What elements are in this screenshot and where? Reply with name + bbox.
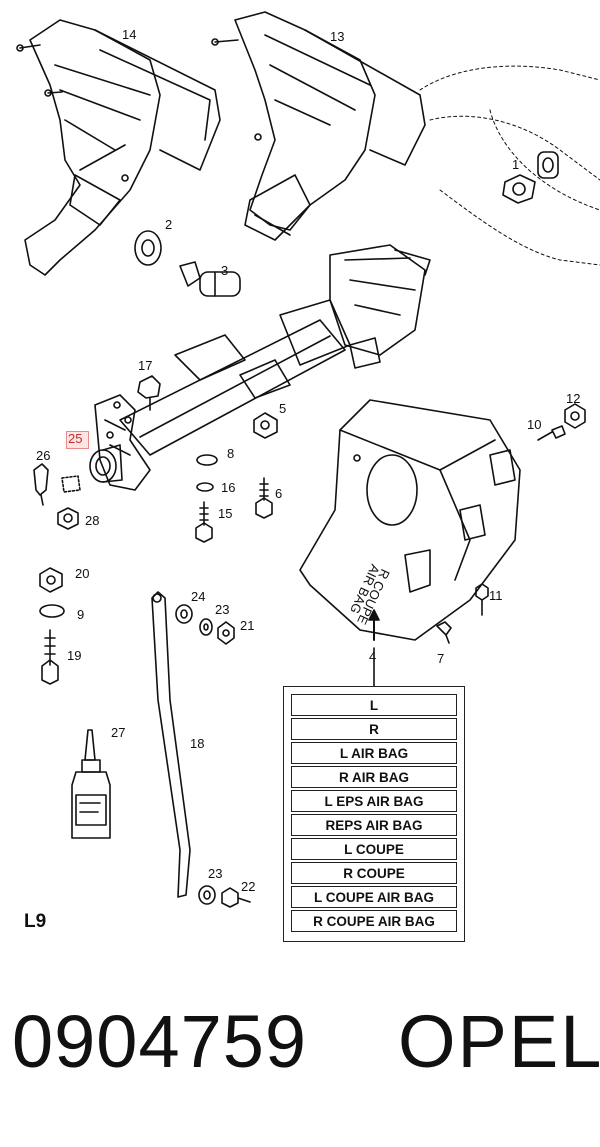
- callout-17: 17: [138, 358, 152, 373]
- part-20-nut: [39, 567, 63, 593]
- part-5-nut: [253, 412, 278, 439]
- part-25-lock: [89, 444, 123, 483]
- callout-6: 6: [275, 486, 282, 501]
- callout-18: 18: [190, 736, 204, 751]
- part-2-grommet: [134, 230, 162, 266]
- callout-16: 16: [221, 480, 235, 495]
- callout-13: 13: [330, 29, 344, 44]
- bracket-14: [16, 19, 221, 276]
- callout-4: 4: [369, 649, 376, 664]
- part-1-ring: [502, 151, 559, 204]
- part-26-pin: [33, 463, 81, 506]
- callout-15: 15: [218, 506, 232, 521]
- part-28-nut: [57, 507, 79, 530]
- page-label: L9: [24, 911, 47, 932]
- part-24-sleeve: [175, 604, 193, 624]
- callout-5: 5: [279, 401, 286, 416]
- variant-row: L EPS AIR BAG: [291, 790, 457, 812]
- callout-26: 26: [36, 448, 50, 463]
- part-3-connector: [179, 261, 241, 297]
- part-number: 0904759: [12, 1000, 308, 1083]
- part-16-washer: [196, 482, 214, 492]
- part-10-screw: [537, 425, 566, 441]
- part-9-washer: [39, 604, 65, 618]
- variant-row: R: [291, 718, 457, 740]
- callout-23-top: 23: [215, 602, 229, 617]
- callout-10: 10: [527, 417, 541, 432]
- part-22-bolt: [221, 887, 251, 908]
- variant-row: L COUPE AIR BAG: [291, 886, 457, 908]
- callout-25-highlight[interactable]: [66, 431, 89, 449]
- part-15-bolt: [195, 501, 213, 543]
- part-21-nut: [217, 621, 235, 645]
- part-27-bottle: [71, 729, 111, 839]
- variant-table: L R L AIR BAG R AIR BAG L EPS AIR BAG RE…: [283, 686, 465, 942]
- callout-20: 20: [75, 566, 89, 581]
- part-4-shroud: [299, 399, 521, 641]
- callout-3: 3: [221, 263, 228, 278]
- variant-row: R AIR BAG: [291, 766, 457, 788]
- variant-row: L: [291, 694, 457, 716]
- part-12-clip: [564, 403, 586, 429]
- callout-21: 21: [240, 618, 254, 633]
- steering-column: [94, 244, 431, 491]
- part-23-washer-top: [199, 618, 213, 636]
- variant-row: L AIR BAG: [291, 742, 457, 764]
- part-23-washer-bottom: [198, 885, 216, 905]
- brand-name: OPEL: [398, 1000, 600, 1083]
- callout-19: 19: [67, 648, 81, 663]
- part-6-bolt: [255, 477, 273, 519]
- callout-27: 27: [111, 725, 125, 740]
- callout-7: 7: [437, 651, 444, 666]
- callout-25[interactable]: 25: [68, 431, 83, 446]
- callout-2: 2: [165, 217, 172, 232]
- callout-9: 9: [77, 607, 84, 622]
- variant-row: R COUPE: [291, 862, 457, 884]
- callout-22: 22: [241, 879, 255, 894]
- part-19-bolt: [41, 629, 59, 685]
- part-11-screw: [475, 583, 489, 616]
- part-7-screw: [436, 621, 452, 644]
- bracket-13: [211, 11, 426, 241]
- callout-12: 12: [566, 391, 580, 406]
- callout-11: 11: [489, 588, 503, 603]
- callout-24: 24: [191, 589, 205, 604]
- dashboard-contour: [419, 65, 600, 266]
- variant-row: REPS AIR BAG: [291, 814, 457, 836]
- callout-8: 8: [227, 446, 234, 461]
- variant-row: L COUPE: [291, 838, 457, 860]
- exploded-parts-diagram: R COUPE AIR BAG 14 13 1 2 3 17 5 12 10 2…: [16, 11, 600, 908]
- callout-28: 28: [85, 513, 99, 528]
- callout-14: 14: [122, 27, 136, 42]
- part-18-strut: [151, 591, 191, 898]
- part-17-bolt: [137, 375, 161, 411]
- callout-1: 1: [512, 157, 519, 172]
- callout-23-bottom: 23: [208, 866, 222, 881]
- part-8-washer: [196, 454, 218, 466]
- variant-row: R COUPE AIR BAG: [291, 910, 457, 932]
